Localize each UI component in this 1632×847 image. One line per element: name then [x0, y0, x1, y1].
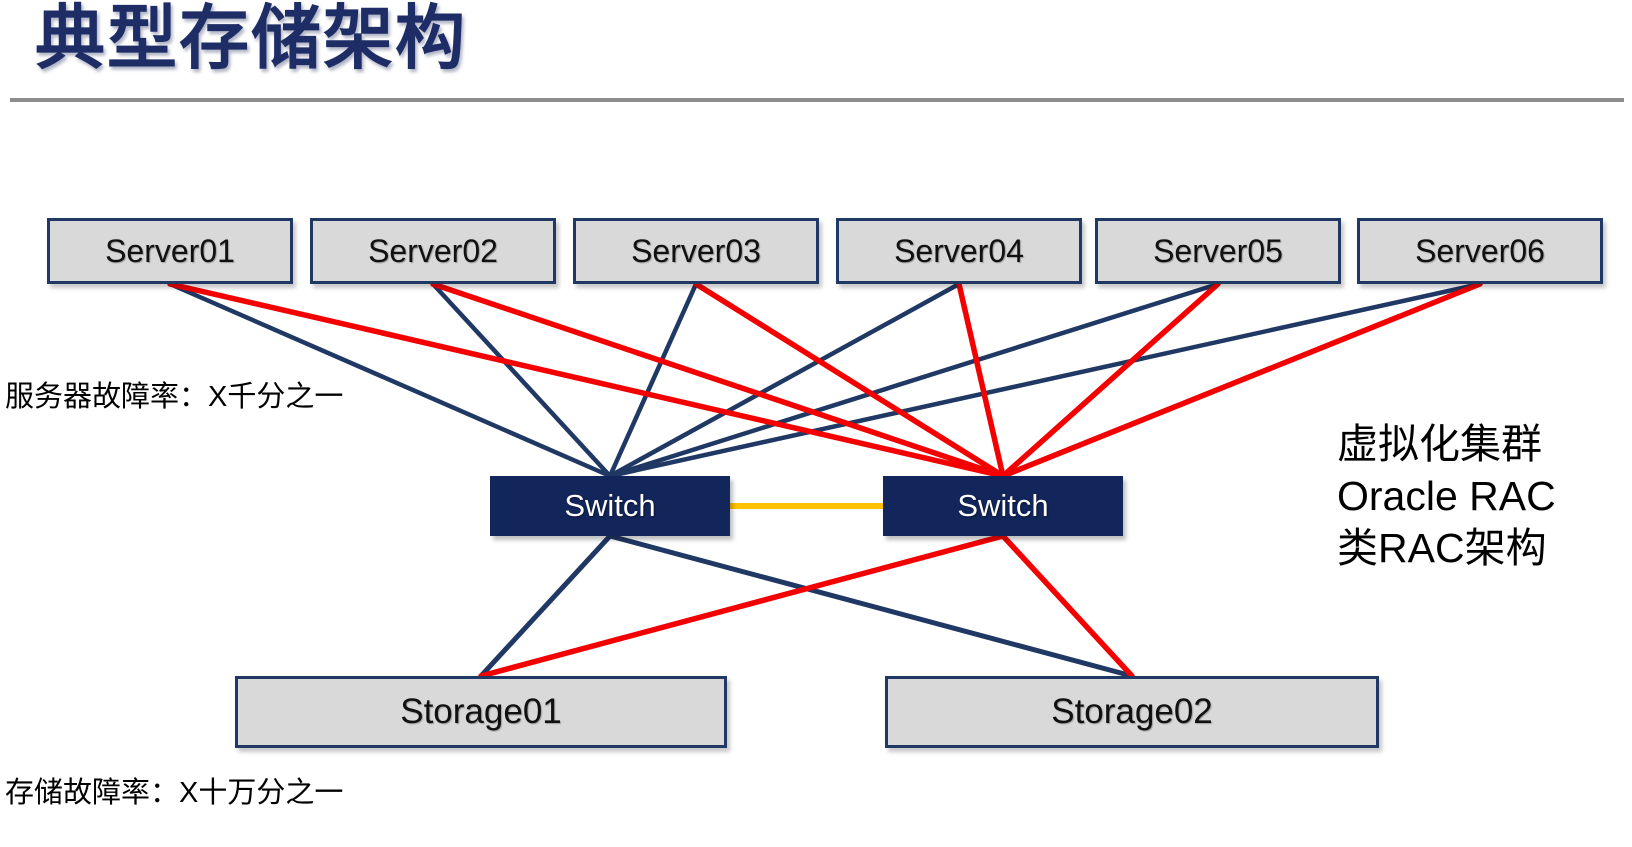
edge-server06-to-switch-left [607, 281, 1483, 479]
storage01-label: Storage01 [400, 692, 562, 731]
edge-server05-to-switch-right [1000, 281, 1221, 479]
switch-left-label: Switch [564, 488, 656, 523]
edge-server04-to-switch-left [607, 281, 962, 479]
edge-server01-to-switch-left [167, 281, 613, 479]
server06-box: Server06 [1357, 218, 1603, 284]
storage02-label: Storage02 [1051, 692, 1213, 731]
edge-server02-to-switch-left [430, 281, 613, 479]
page-title: 典型存储架构 [35, 0, 467, 77]
edge-server05-to-switch-left [607, 281, 1221, 479]
edge-server03-to-switch-right [693, 281, 1006, 479]
server02-label: Server02 [368, 232, 498, 269]
server-failure-rate-label: 服务器故障率：X千分之一 [5, 381, 344, 413]
server06-label: Server06 [1415, 232, 1545, 269]
edge-server03-to-switch-left [607, 281, 699, 479]
switch-right-label: Switch [957, 488, 1049, 523]
title-divider-line [10, 98, 1624, 102]
cluster-note-line-2: Oracle RAC [1337, 473, 1556, 519]
server04-label: Server04 [894, 232, 1024, 269]
server01-box: Server01 [47, 218, 293, 284]
edge-server06-to-switch-right [1000, 281, 1483, 479]
storage02-box: Storage02 [885, 676, 1379, 748]
edge-switch-left-to-storage01 [478, 533, 613, 679]
edge-server01-to-switch-right [167, 281, 1006, 479]
server04-box: Server04 [836, 218, 1082, 284]
server03-label: Server03 [631, 232, 761, 269]
edge-server04-to-switch-right [956, 281, 1006, 479]
edge-switch-right-to-storage02 [1000, 533, 1135, 679]
edge-switch-left-to-storage02 [607, 533, 1135, 679]
server05-label: Server05 [1153, 232, 1283, 269]
cluster-note-line-3: 类RAC架构 [1337, 525, 1547, 571]
server05-box: Server05 [1095, 218, 1341, 284]
switch-left-box: Switch [490, 476, 730, 536]
edge-server02-to-switch-right [430, 281, 1006, 479]
storage-failure-rate-label: 存储故障率：X十万分之一 [5, 777, 344, 809]
edge-switch-right-to-storage01 [478, 533, 1006, 679]
cluster-note-line-1: 虚拟化集群 [1337, 421, 1542, 467]
server01-label: Server01 [105, 232, 235, 269]
storage01-box: Storage01 [235, 676, 727, 748]
switch-right-box: Switch [883, 476, 1123, 536]
server03-box: Server03 [573, 218, 819, 284]
cluster-note: 虚拟化集群 Oracle RAC 类RAC架构 [1337, 418, 1556, 574]
server02-box: Server02 [310, 218, 556, 284]
